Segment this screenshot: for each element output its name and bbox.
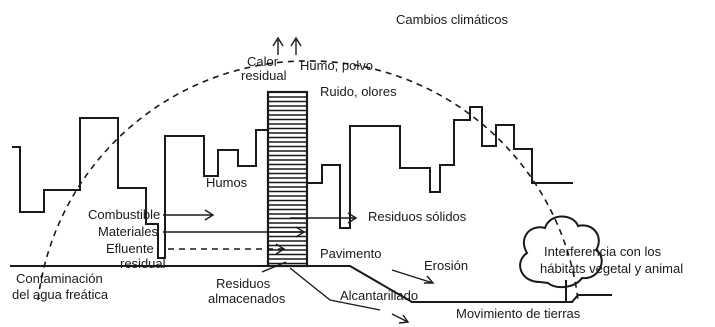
label-earthworks: Movimiento de tierras (456, 306, 581, 321)
label-stored-1: Residuos (216, 276, 271, 291)
effluent-arrowhead (275, 243, 286, 255)
label-climate-change: Cambios climáticos (396, 12, 508, 27)
label-materials: Materiales (98, 224, 158, 239)
tree-trunk (559, 280, 573, 303)
striped-tower (266, 90, 309, 268)
label-heat-1: Calor (247, 54, 279, 69)
sewer-pipe (289, 267, 381, 311)
skyline-right (307, 106, 573, 229)
solid-waste-arrow (290, 212, 358, 224)
label-solid-waste: Residuos sólidos (368, 209, 467, 224)
ground-pavement (307, 265, 535, 303)
ground-right (535, 294, 612, 303)
label-habitat-2: hábitats vegetal y animal (540, 261, 683, 276)
tower-stripes (269, 96, 306, 265)
label-sewer: Alcantarillado (340, 288, 418, 303)
materials-arrow (163, 226, 306, 238)
label-fuel: Combustible (88, 207, 160, 222)
fuel-arrow (163, 209, 215, 221)
heat-arrow (272, 36, 284, 55)
label-noise-odors: Ruido, olores (320, 84, 397, 99)
erosion-arrow (391, 269, 435, 284)
label-habitat-1: Interferencia con los (544, 244, 662, 259)
sewer-arrow (391, 313, 410, 324)
label-heat-2: residual (241, 68, 287, 83)
stored-waste-pointer (261, 261, 287, 273)
smoke-arrow (290, 36, 302, 55)
label-effluent-1: Efluente (106, 241, 154, 256)
label-pavement: Pavimento (320, 246, 381, 261)
label-groundwater-1: Contaminación (16, 271, 103, 286)
tree-icon (519, 215, 603, 289)
label-smoke-dust: Humo, polvo (300, 58, 373, 73)
label-fumes: Humos (206, 175, 248, 190)
label-groundwater-2: del agua freática (12, 287, 109, 302)
skyline-left (12, 117, 268, 259)
label-effluent-2: residual (120, 256, 166, 271)
label-erosion: Erosión (424, 258, 468, 273)
label-stored-2: almacenados (208, 291, 286, 306)
